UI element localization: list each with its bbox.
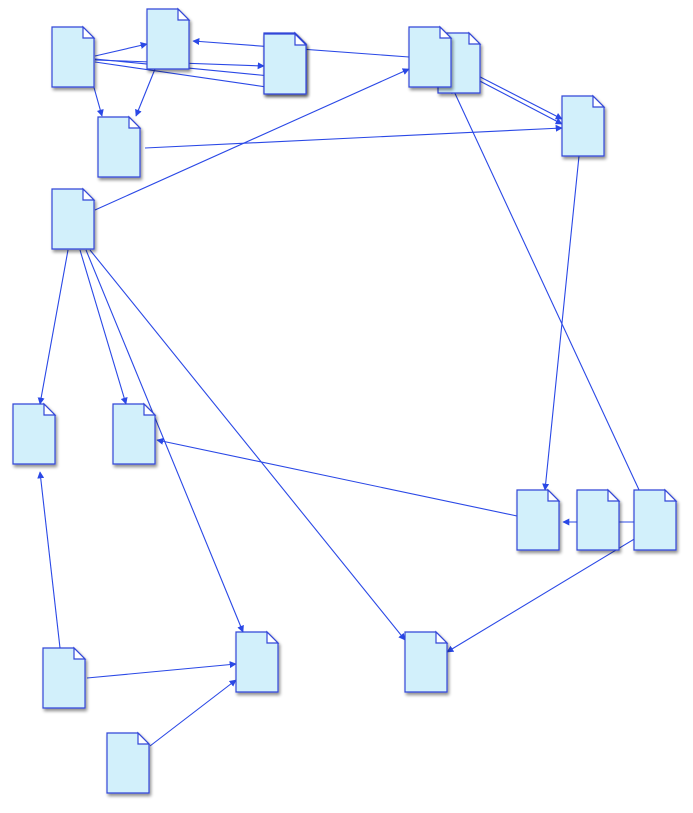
- dependency-arrow-16: [156, 437, 518, 517]
- page-fold-icon: [294, 32, 308, 46]
- dependency-arrow-12: [79, 249, 128, 405]
- document-node-1[interactable]: [146, 7, 191, 70]
- document-node-17[interactable]: [106, 731, 151, 794]
- document-icon: [263, 33, 307, 95]
- document-node-8[interactable]: [51, 187, 96, 250]
- page-fold-icon: [128, 115, 142, 129]
- page-fold-icon: [607, 488, 621, 502]
- document-node-11[interactable]: [516, 488, 561, 551]
- document-icon: [97, 116, 141, 178]
- document-node-16[interactable]: [404, 630, 449, 693]
- page-fold-icon: [82, 25, 96, 39]
- dependency-arrow-18: [451, 86, 641, 493]
- document-icon: [51, 26, 95, 88]
- document-icon: [235, 631, 279, 693]
- dependency-arrow-21: [86, 661, 237, 679]
- document-icon: [112, 403, 156, 465]
- dependency-arrow-14: [89, 249, 406, 641]
- dependency-arrow-5: [135, 68, 156, 117]
- document-icon: [12, 403, 56, 465]
- dependency-arrow-19: [446, 531, 647, 653]
- dependency-arrow-4: [92, 83, 104, 117]
- page-fold-icon: [82, 187, 96, 201]
- document-icon: [146, 8, 190, 70]
- page-fold-icon: [439, 25, 453, 39]
- nodes-layer: [12, 7, 678, 794]
- dependency-arrow-9: [144, 124, 563, 149]
- page-fold-icon: [664, 488, 678, 502]
- dependency-arrow-2: [94, 61, 288, 93]
- document-node-7[interactable]: [561, 94, 606, 157]
- dependency-arrow-20: [37, 471, 61, 649]
- page-fold-icon: [266, 630, 280, 644]
- page-fold-icon: [468, 31, 482, 45]
- page-fold-icon: [43, 402, 57, 416]
- document-icon: [633, 489, 677, 551]
- dependency-arrow-8: [473, 77, 563, 125]
- document-icon: [516, 489, 560, 551]
- document-node-4[interactable]: [97, 115, 142, 178]
- document-node-0[interactable]: [51, 25, 96, 88]
- document-icon: [561, 95, 605, 157]
- dependency-arrow-10: [94, 68, 410, 211]
- dependency-arrow-13: [85, 249, 244, 633]
- dependency-arrow-11: [37, 249, 69, 405]
- page-fold-icon: [547, 488, 561, 502]
- document-node-15[interactable]: [42, 646, 87, 709]
- document-icon: [404, 631, 448, 693]
- document-node-13[interactable]: [633, 488, 678, 551]
- page-fold-icon: [592, 94, 606, 108]
- document-node-9[interactable]: [12, 402, 57, 465]
- document-icon: [106, 732, 150, 794]
- document-node-12[interactable]: [576, 488, 621, 551]
- page-fold-icon: [143, 402, 157, 416]
- document-node-14[interactable]: [235, 630, 280, 693]
- document-node-2[interactable]: [263, 32, 308, 95]
- document-node-10[interactable]: [112, 402, 157, 465]
- page-fold-icon: [73, 646, 87, 660]
- document-icon: [576, 489, 620, 551]
- dependency-arrow-0: [94, 42, 148, 57]
- document-icon: [408, 26, 452, 88]
- dependency-arrow-22: [149, 679, 237, 747]
- document-icon: [42, 647, 86, 709]
- document-icon: [51, 188, 95, 250]
- edges-layer: [37, 37, 647, 747]
- page-fold-icon: [435, 630, 449, 644]
- document-node-5[interactable]: [408, 25, 453, 88]
- page-fold-icon: [177, 7, 191, 21]
- page-fold-icon: [137, 731, 151, 745]
